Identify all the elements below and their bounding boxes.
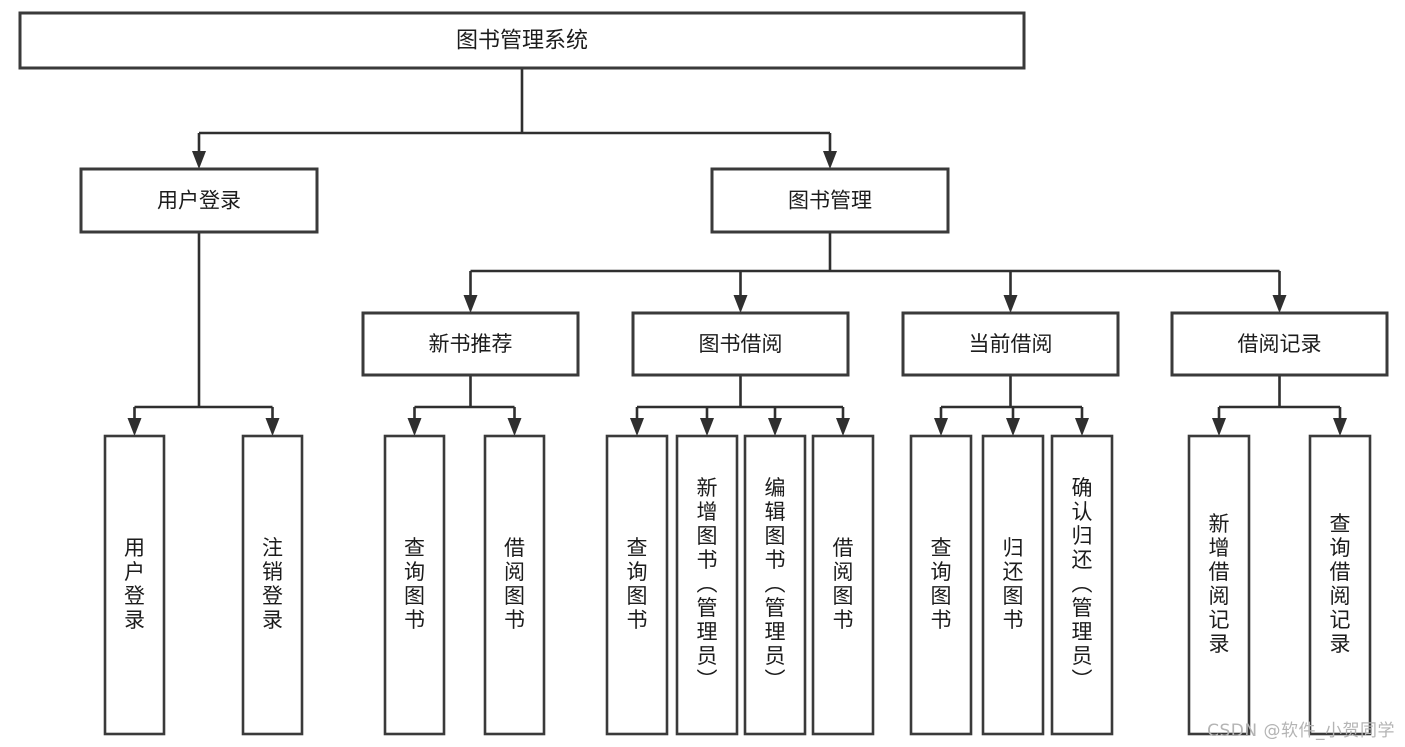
node-label-book-management: 图书管理: [788, 189, 872, 213]
node-label-borrow-record: 借阅记录: [1238, 332, 1322, 356]
node-leaf-confirm-return[interactable]: 确认归还︵管理员︶: [1050, 434, 1114, 736]
node-box-leaf-logout: [241, 434, 304, 736]
node-leaf-add-record[interactable]: 新增借阅记录: [1187, 434, 1251, 736]
node-label-leaf-return-book: 归还图书: [1003, 536, 1024, 632]
node-user-login[interactable]: 用户登录: [79, 167, 319, 234]
node-leaf-logout[interactable]: 注销登录: [241, 434, 304, 736]
node-book-management[interactable]: 图书管理: [710, 167, 950, 234]
node-label-leaf-edit-book: 编辑图书︵管理员︶: [765, 476, 786, 692]
node-box-book-management: [710, 167, 950, 234]
arrow-leaf-query-book-new: [407, 418, 422, 436]
arrow-leaf-edit-book: [768, 418, 782, 436]
node-leaf-add-book[interactable]: 新增图书︵管理员︶: [675, 434, 739, 736]
node-box-leaf-user-login: [103, 434, 166, 736]
node-box-leaf-confirm-return: [1050, 434, 1114, 736]
node-current-borrow[interactable]: 当前借阅: [901, 311, 1120, 377]
node-label-leaf-borrow-book-new: 借阅图书: [504, 536, 525, 632]
node-leaf-edit-book[interactable]: 编辑图书︵管理员︶: [743, 434, 807, 736]
node-label-leaf-borrow-book: 借阅图书: [833, 536, 854, 632]
node-label-leaf-query-book-new: 查询图书: [404, 536, 425, 632]
node-leaf-borrow-book-new[interactable]: 借阅图书: [483, 434, 546, 736]
arrow-leaf-query-book-current: [934, 418, 948, 436]
node-box-root: [18, 11, 1026, 70]
arrow-leaf-add-book: [700, 418, 714, 436]
node-box-leaf-edit-book: [743, 434, 807, 736]
arrow-book-borrow: [733, 295, 748, 313]
arrow-leaf-return-book: [1006, 418, 1020, 436]
arrow-leaf-user-login: [127, 418, 142, 436]
node-layer: 图书管理系统用户登录图书管理新书推荐图书借阅当前借阅借阅记录用户登录注销登录查询…: [18, 11, 1389, 736]
node-box-leaf-borrow-book: [811, 434, 875, 736]
node-label-leaf-query-book-current: 查询图书: [931, 536, 952, 632]
arrow-leaf-confirm-return: [1075, 418, 1089, 436]
arrow-borrow-record: [1272, 295, 1287, 313]
node-box-leaf-query-book-current: [909, 434, 973, 736]
arrow-new-book-recommend: [463, 295, 478, 313]
arrow-current-borrow: [1003, 295, 1018, 313]
node-leaf-query-book-current[interactable]: 查询图书: [909, 434, 973, 736]
node-label-leaf-add-record: 新增借阅记录: [1209, 512, 1230, 656]
node-label-book-borrow: 图书借阅: [699, 332, 783, 356]
node-box-leaf-query-book-new: [383, 434, 446, 736]
node-leaf-query-record[interactable]: 查询借阅记录: [1308, 434, 1372, 736]
connector-layer: [127, 68, 1347, 436]
node-label-leaf-user-login: 用户登录: [124, 536, 145, 632]
node-leaf-query-book-new[interactable]: 查询图书: [383, 434, 446, 736]
node-label-leaf-query-book-borrow: 查询图书: [627, 536, 648, 632]
node-leaf-borrow-book[interactable]: 借阅图书: [811, 434, 875, 736]
node-box-new-book-recommend: [361, 311, 580, 377]
node-label-leaf-logout: 注销登录: [262, 536, 283, 632]
watermark-label: CSDN @软件_小贺同学: [1207, 721, 1395, 741]
node-label-new-book-recommend: 新书推荐: [429, 332, 513, 356]
node-borrow-record[interactable]: 借阅记录: [1170, 311, 1389, 377]
node-box-leaf-add-record: [1187, 434, 1251, 736]
arrow-leaf-borrow-book: [836, 418, 850, 436]
node-leaf-user-login[interactable]: 用户登录: [103, 434, 166, 736]
node-box-leaf-query-record: [1308, 434, 1372, 736]
arrow-leaf-logout: [265, 418, 280, 436]
node-root[interactable]: 图书管理系统: [18, 11, 1026, 70]
node-label-user-login: 用户登录: [157, 189, 241, 213]
node-box-leaf-return-book: [981, 434, 1045, 736]
node-box-current-borrow: [901, 311, 1120, 377]
arrow-leaf-add-record: [1212, 418, 1226, 436]
node-label-leaf-add-book: 新增图书︵管理员︶: [697, 476, 718, 692]
arrow-book-management: [823, 151, 837, 169]
arrow-leaf-query-book-borrow: [630, 418, 644, 436]
node-leaf-return-book[interactable]: 归还图书: [981, 434, 1045, 736]
node-box-user-login: [79, 167, 319, 234]
node-label-leaf-confirm-return: 确认归还︵管理员︶: [1072, 476, 1093, 692]
node-box-book-borrow: [631, 311, 850, 377]
node-label-leaf-query-record: 查询借阅记录: [1330, 512, 1351, 656]
arrow-leaf-query-record: [1333, 418, 1347, 436]
node-box-leaf-borrow-book-new: [483, 434, 546, 736]
node-new-book-recommend[interactable]: 新书推荐: [361, 311, 580, 377]
node-box-leaf-add-book: [675, 434, 739, 736]
arrow-leaf-borrow-book-new: [507, 418, 522, 436]
arrow-user-login: [192, 151, 206, 169]
node-leaf-query-book-borrow[interactable]: 查询图书: [605, 434, 669, 736]
node-label-current-borrow: 当前借阅: [969, 332, 1053, 356]
node-label-root: 图书管理系统: [456, 29, 588, 54]
node-box-leaf-query-book-borrow: [605, 434, 669, 736]
node-book-borrow[interactable]: 图书借阅: [631, 311, 850, 377]
node-box-borrow-record: [1170, 311, 1389, 377]
